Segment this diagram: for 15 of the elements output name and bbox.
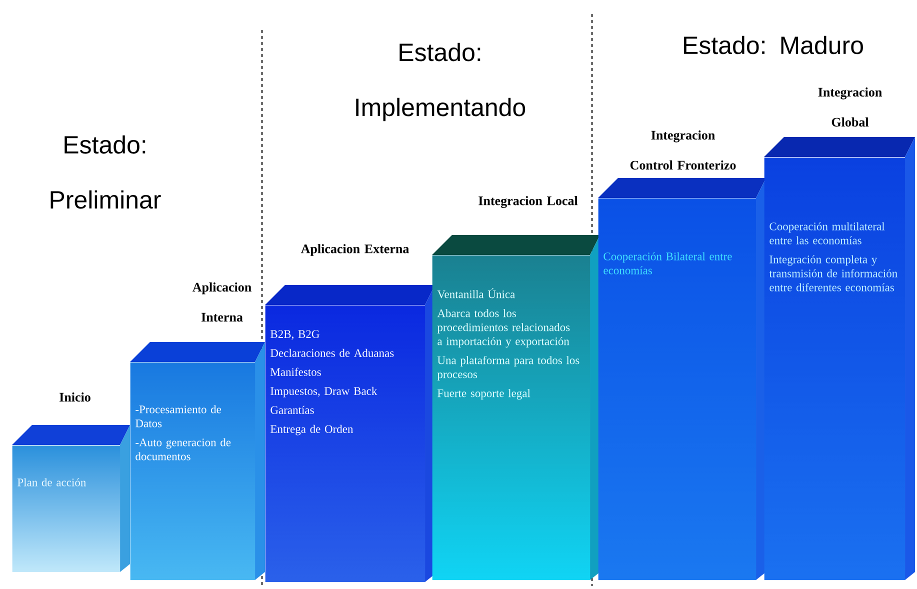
step-block: Cooperación Bilateral entre economías — [598, 178, 766, 580]
block-heading: Integracion Global — [818, 87, 882, 127]
stage-label: Estado: Preliminar — [50, 135, 161, 209]
step-block: B2B, B2G Declaraciones de Aduanas Manifestos Impuestos, Draw Back Garantías Entrega de Orden — [265, 285, 435, 582]
block-heading: Inicio — [60, 392, 90, 402]
block-heading: Aplicacion Externa — [300, 244, 409, 256]
step-block: Plan de acción — [12, 425, 130, 572]
block-heading: Integracion Local — [478, 196, 578, 208]
step-block: Cooperación multilateral entre las economías Integración completa y transmisión de información entre diferentes economías — [764, 137, 916, 580]
block-heading: Aplicacion Interna — [192, 282, 252, 322]
stage-label: Estado: Implementando — [356, 42, 526, 122]
step-block: -Procesamiento de Datos -Auto generacion de documentos — [130, 342, 265, 580]
step-block: Ventanilla Única Abarca todos los procedimientos relacionados a importación y exportación Una plataforma para todos los procesos Fuerte soporte legal — [432, 235, 600, 580]
stage-label: Estado: Maduro — [684, 36, 863, 54]
block-heading: Integracion Control Fronterizo — [630, 130, 736, 170]
